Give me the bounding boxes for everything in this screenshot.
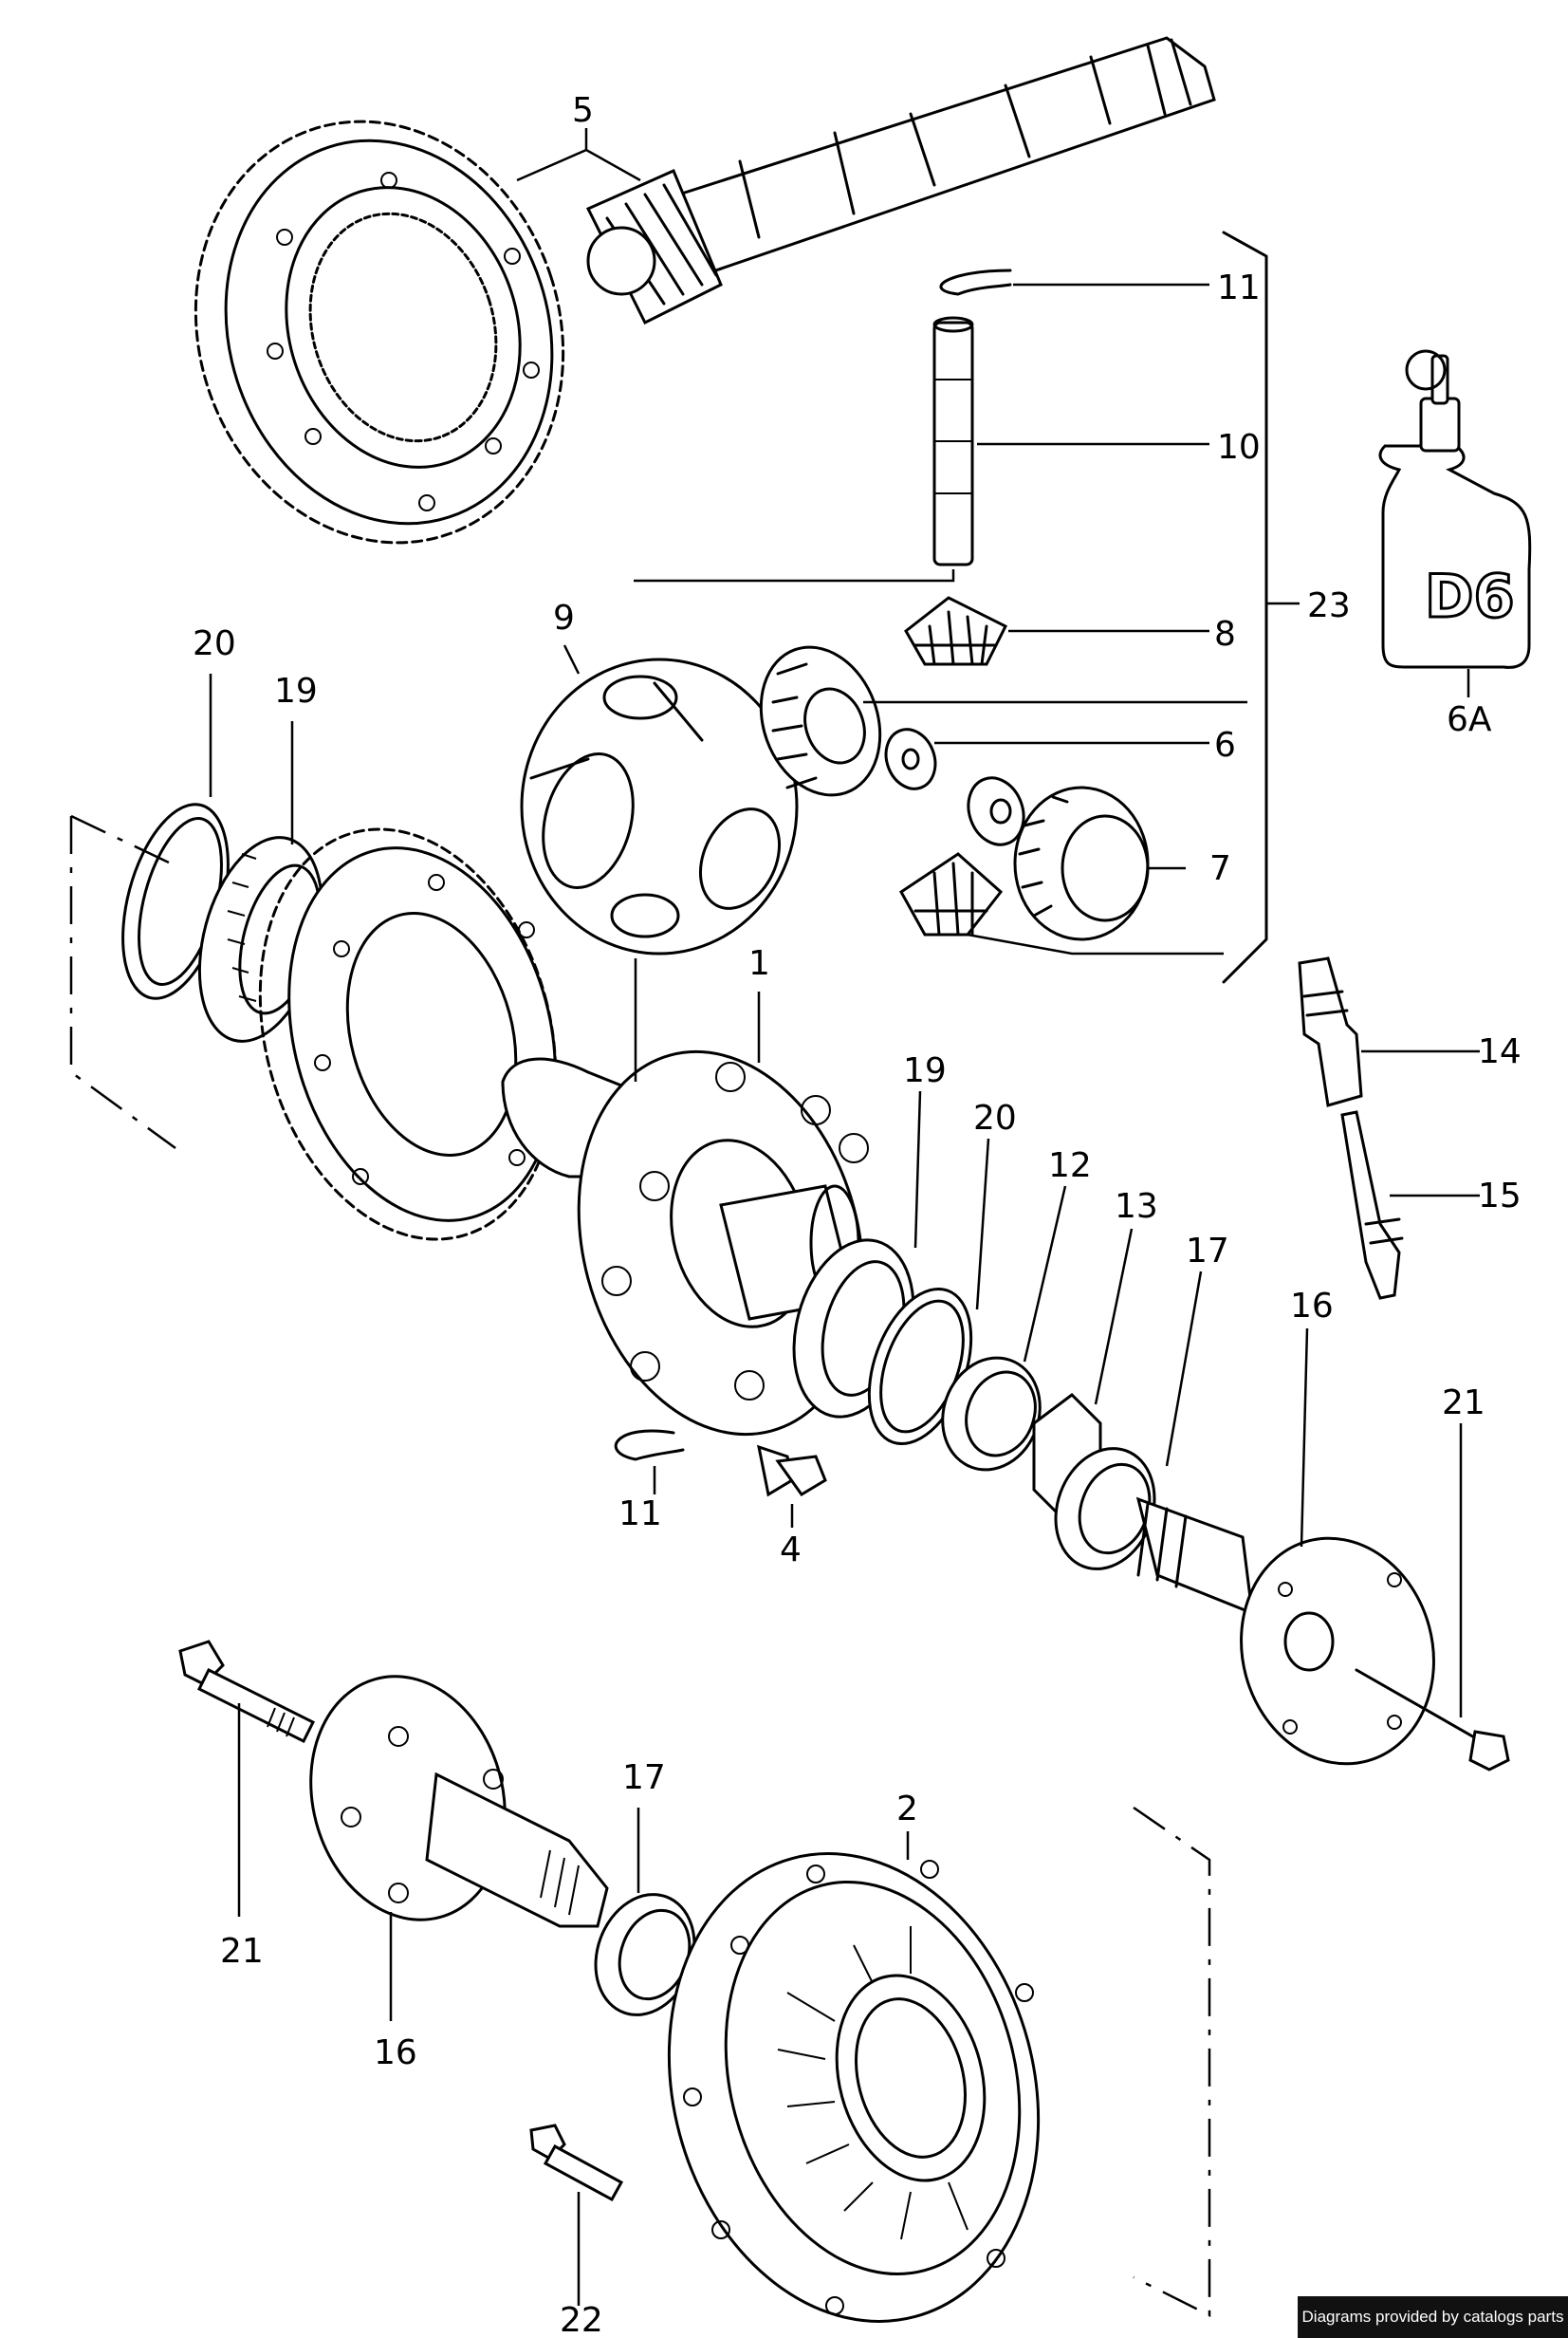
leader-lines — [209, 128, 1480, 2306]
callout-16-left: 16 — [374, 2033, 417, 2072]
callout-15: 15 — [1478, 1177, 1522, 1215]
phantom-line-left — [69, 814, 176, 1150]
bolt-22 — [529, 2124, 624, 2202]
planet-gears — [899, 786, 1150, 941]
bottle-label: D6 — [1425, 562, 1515, 631]
callout-11-bottom: 11 — [618, 1494, 662, 1533]
callout-17-left: 17 — [622, 1758, 666, 1797]
ring-gear-middle — [258, 827, 558, 1241]
bearing-stack-right — [792, 1238, 1156, 1570]
callout-19-right: 19 — [903, 1051, 947, 1090]
bolt-4 — [757, 1444, 827, 1497]
differential-pin — [932, 316, 974, 566]
callout-14: 14 — [1478, 1032, 1522, 1071]
callout-21-left: 21 — [220, 1932, 264, 1971]
callout-23: 23 — [1307, 586, 1351, 625]
callout-22: 22 — [560, 2301, 603, 2338]
differential-carrier — [501, 1049, 869, 1437]
ring-gear-and-pinion-shaft — [194, 36, 1216, 545]
callout-12: 12 — [1048, 1146, 1092, 1185]
callout-6: 6 — [1214, 726, 1236, 765]
callout-20-right: 20 — [973, 1099, 1017, 1138]
callout-5: 5 — [572, 91, 594, 130]
drive-flange-left — [309, 1675, 609, 1928]
callout-4: 4 — [780, 1531, 802, 1569]
speedometer-sensor — [1298, 956, 1404, 1300]
oil-bottle-d6: D6 — [1378, 349, 1532, 669]
group-bracket-23 — [1222, 231, 1268, 984]
callout-9: 9 — [553, 599, 575, 638]
housing-cover — [667, 1852, 1041, 2323]
callout-19-left: 19 — [274, 672, 318, 711]
small-bevel-gear — [904, 596, 1008, 666]
thrust-washers — [884, 728, 1025, 846]
circlip-bottom — [614, 1429, 685, 1461]
callout-10: 10 — [1217, 428, 1261, 467]
callout-labels: 5 11 10 23 8 9 6 7 6A 20 19 1 14 19 20 1… — [193, 91, 1522, 2338]
bolt-21-left — [178, 1640, 316, 1744]
callout-17-right: 17 — [1186, 1232, 1229, 1271]
drive-flange-right — [1135, 1496, 1510, 1772]
callout-16-right: 16 — [1290, 1287, 1334, 1326]
callout-13: 13 — [1115, 1187, 1158, 1226]
circlip-top — [939, 269, 1012, 296]
callout-6a: 6A — [1447, 700, 1492, 739]
credit-banner: Diagrams provided by catalogs parts — [1298, 2296, 1568, 2338]
callout-8: 8 — [1214, 615, 1236, 654]
callout-1: 1 — [748, 944, 770, 983]
phantom-line-right — [1133, 1806, 1211, 2318]
callout-11-top: 11 — [1217, 269, 1261, 307]
callout-2: 2 — [896, 1790, 918, 1828]
callout-20-left: 20 — [193, 624, 236, 663]
differential-housing-sphere — [520, 658, 799, 956]
callout-21-right: 21 — [1442, 1383, 1485, 1422]
callout-7: 7 — [1209, 849, 1231, 888]
